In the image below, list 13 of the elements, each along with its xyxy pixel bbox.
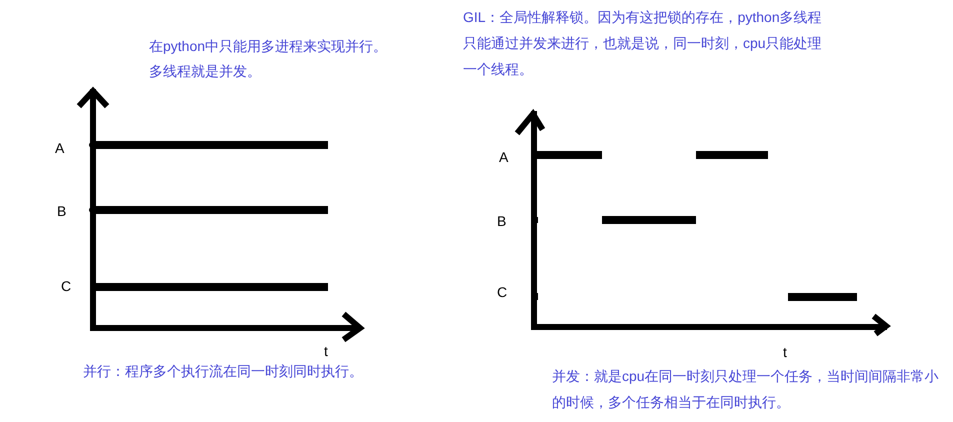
axis-label: C — [497, 283, 508, 301]
note-text: 在python中只能用多进程来实现并行。 — [149, 37, 388, 56]
note-text: GIL：全局性解释锁。因为有这把锁的存在，python多线程只能通过并发来进行，也就是说，同一时刻，cpu只能处理一个线程。 — [463, 8, 823, 79]
axis-label: B — [57, 202, 66, 220]
axis-label: t — [324, 342, 328, 360]
axis-label: A — [55, 139, 64, 157]
note-text: 并行：程序多个执行流在同一时刻同时执行。 — [83, 362, 363, 381]
axis-label: B — [497, 212, 506, 230]
axis-label: A — [499, 148, 508, 166]
note-text: 并发：就是cpu在同一时刻只处理一个任务，当时间间隔非常小的时候，多个任务相当于在同时执行。 — [552, 367, 940, 412]
axis-label: C — [61, 277, 72, 295]
note-text: 多线程就是并发。 — [149, 62, 261, 81]
axis-label: t — [783, 343, 787, 361]
